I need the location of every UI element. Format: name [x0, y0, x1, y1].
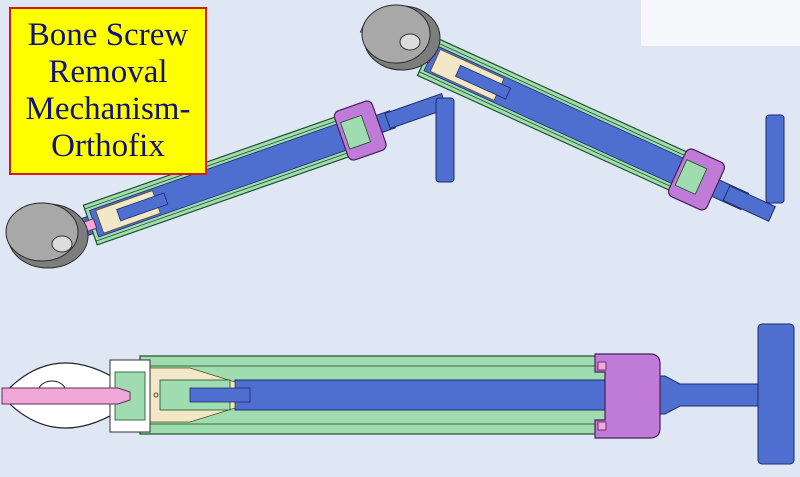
title-line: Removal	[48, 54, 168, 90]
rod	[234, 375, 761, 415]
end-cap	[594, 353, 661, 439]
title-line: Bone Screw	[27, 17, 189, 53]
tip	[1, 387, 131, 405]
title-box: Bone Screw Removal Mechanism- Orthofix	[9, 7, 207, 175]
handle-bar	[765, 114, 785, 204]
title-line: Orthofix	[51, 128, 165, 164]
corner-patch	[641, 0, 800, 46]
collar-ring	[5, 202, 89, 269]
handle-shaft	[722, 185, 776, 222]
handle-bar	[757, 323, 795, 465]
collar-ring	[361, 4, 441, 71]
handle-bar	[435, 97, 455, 183]
title-line: Mechanism-	[25, 91, 191, 127]
